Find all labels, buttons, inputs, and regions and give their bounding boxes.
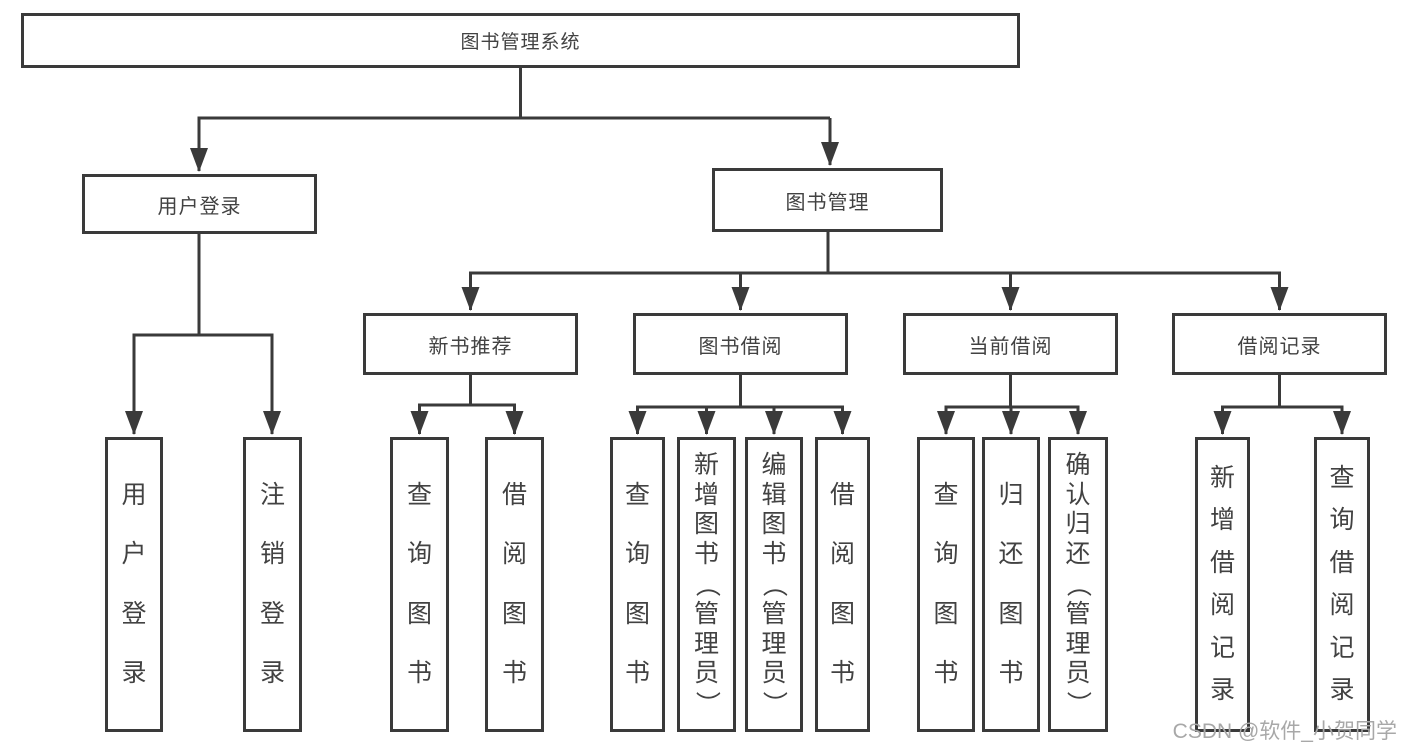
leaf-query-borrow-record: 查询借阅记录	[1314, 437, 1370, 732]
leaf-return-books-label: 归还图书	[998, 480, 1024, 688]
node-user-login-label: 用户登录	[157, 195, 242, 218]
leaf-borrow-books: 借阅图书	[815, 437, 870, 732]
leaf-confirm-return-admin: 确认归还（管理员）	[1048, 437, 1108, 732]
leaf-confirm-return-admin-label: 确认归还（管理员）	[1064, 450, 1093, 717]
leaf-query-books-borrowing: 查询图书	[610, 437, 665, 732]
leaf-add-borrow-record: 新增借阅记录	[1195, 437, 1250, 732]
node-borrowing-records-label: 借阅记录	[1237, 335, 1322, 358]
node-user-login: 用户登录	[82, 174, 317, 234]
leaf-query-books-recommend-label: 查询图书	[406, 480, 432, 688]
node-book-management-label: 图书管理	[785, 191, 870, 214]
leaf-query-borrow-record-label: 查询借阅记录	[1329, 463, 1355, 705]
leaf-edit-books-admin: 编辑图书（管理员）	[745, 437, 803, 732]
node-new-book-recommend: 新书推荐	[363, 313, 578, 375]
node-new-book-recommend-label: 新书推荐	[428, 335, 513, 358]
node-book-management: 图书管理	[712, 168, 943, 232]
node-current-borrowing-label: 当前借阅	[968, 335, 1053, 358]
leaf-borrow-books-recommend: 借阅图书	[485, 437, 544, 732]
leaf-query-books-borrowing-label: 查询图书	[624, 480, 650, 688]
leaf-user-login-label: 用户登录	[121, 480, 147, 688]
leaf-return-books: 归还图书	[982, 437, 1040, 732]
node-borrowing-records: 借阅记录	[1172, 313, 1387, 375]
node-current-borrowing: 当前借阅	[903, 313, 1118, 375]
leaf-user-login: 用户登录	[105, 437, 163, 732]
leaf-logout: 注销登录	[243, 437, 302, 732]
leaf-add-books-admin: 新增图书（管理员）	[677, 437, 736, 732]
node-root-label: 图书管理系统	[460, 32, 581, 53]
leaf-borrow-books-label: 借阅图书	[829, 480, 855, 688]
leaf-query-books-current-label: 查询图书	[933, 480, 959, 688]
node-book-borrowing-label: 图书借阅	[698, 335, 783, 358]
leaf-query-books-recommend: 查询图书	[390, 437, 449, 732]
leaf-add-borrow-record-label: 新增借阅记录	[1209, 463, 1235, 705]
leaf-add-books-admin-label: 新增图书（管理员）	[692, 450, 721, 717]
node-book-borrowing: 图书借阅	[633, 313, 848, 375]
leaf-logout-label: 注销登录	[259, 480, 285, 688]
leaf-edit-books-admin-label: 编辑图书（管理员）	[760, 450, 789, 717]
leaf-borrow-books-recommend-label: 借阅图书	[501, 480, 527, 688]
leaf-query-books-current: 查询图书	[917, 437, 975, 732]
watermark: CSDN @软件_小贺同学	[1172, 720, 1397, 743]
node-root: 图书管理系统	[21, 13, 1020, 68]
